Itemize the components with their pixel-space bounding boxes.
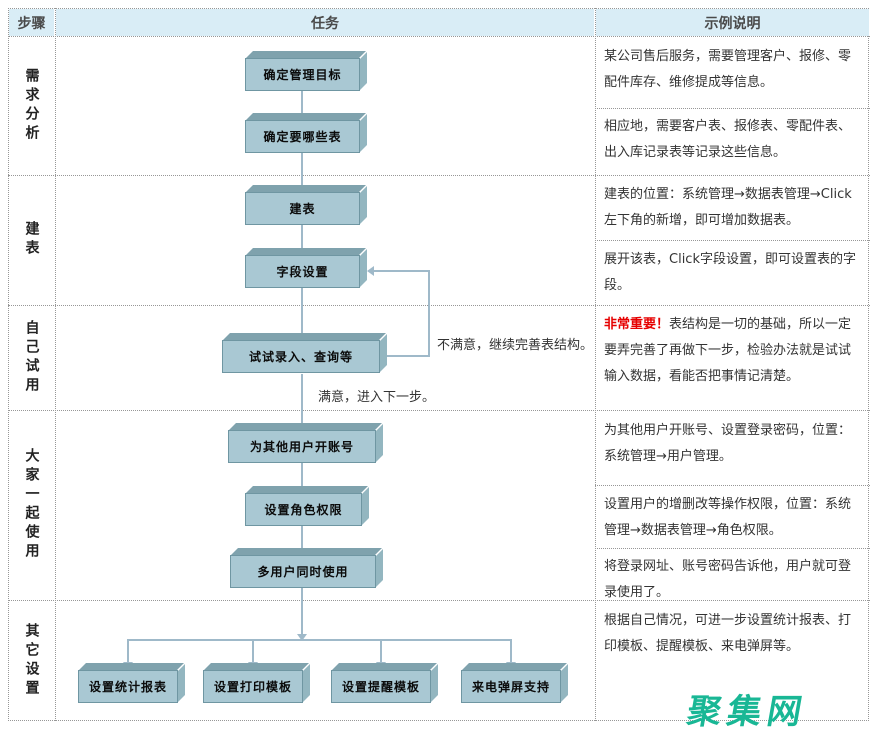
flow-box-label: 设置角色权限 [264, 503, 343, 517]
column-divider-left [55, 8, 56, 721]
flow-box-label: 建表 [289, 202, 316, 216]
example-divider-3 [595, 485, 870, 486]
feedback-line-vertical [428, 270, 430, 357]
step-label-use-together: 大家一起使用 [23, 448, 40, 562]
flow-box-label: 设置统计报表 [88, 680, 167, 694]
header-cell-tasks: 任务 [56, 9, 594, 36]
example-divider-2 [595, 240, 870, 241]
connector-5 [301, 374, 303, 423]
feedback-line-bottom [383, 355, 430, 357]
step-cell-requirements: 需求分析 [8, 36, 55, 175]
step-cell-self-try: 自己试用 [8, 305, 55, 410]
header-examples-label: 示例说明 [704, 15, 761, 32]
flow-box-stat-reports: 设置统计报表 [78, 670, 178, 703]
step-cell-create-table: 建表 [8, 175, 55, 305]
connector-1 [301, 91, 303, 113]
row-divider-1 [8, 175, 870, 176]
flow-box-label: 设置提醒模板 [341, 680, 420, 694]
step-label-self-try: 自己试用 [23, 319, 40, 396]
header-tasks-label: 任务 [311, 15, 339, 32]
header-steps-label: 步骤 [17, 15, 46, 32]
feedback-arrow-left [367, 266, 374, 276]
example-text-5: 非常重要！表结构是一切的基础，所以一定要弄完善了再做下一步，检验办法就是试试输入… [604, 312, 862, 390]
example-text-5-body: 表结构是一切的基础，所以一定要弄完善了再做下一步，检验办法就是试试输入数据，看能… [604, 317, 852, 384]
flow-box-which-tables: 确定要哪些表 [245, 120, 360, 153]
example-text-9: 根据自己情况，可进一步设置统计报表、打印模板、提醒模板、来电弹屏等。 [604, 613, 852, 654]
flow-box-set-goals: 确定管理目标 [245, 58, 360, 91]
header-cell-examples: 示例说明 [596, 9, 869, 36]
branch-line-3 [380, 641, 382, 662]
flow-box-label: 多用户同时使用 [257, 565, 349, 579]
flow-box-open-accounts: 为其他用户开账号 [228, 430, 376, 463]
example-text-2: 相应地，需要客户表、报修表、零配件表、出入库记录表等记录这些信息。 [604, 119, 852, 160]
step-label-other-settings: 其它设置 [23, 623, 40, 699]
flow-box-create-table: 建表 [245, 192, 360, 225]
flow-box-try-input-query: 试试录入、查询等 [222, 340, 380, 373]
flow-box-field-settings: 字段设置 [245, 255, 360, 288]
branch-line-4 [510, 641, 512, 662]
flow-box-role-permission: 设置角色权限 [245, 493, 362, 526]
step-label-requirements: 需求分析 [23, 67, 40, 144]
flow-box-call-popup: 来电弹屏支持 [461, 670, 561, 703]
step-label-create-table: 建表 [23, 221, 40, 259]
column-divider-right [595, 8, 596, 721]
feedback-line-top [374, 270, 430, 272]
flow-box-print-template: 设置打印模板 [203, 670, 303, 703]
connector-6 [301, 463, 303, 486]
flow-box-label: 确定管理目标 [263, 68, 342, 82]
connector-3 [301, 225, 303, 248]
connector-2 [301, 153, 303, 185]
flow-box-label: 确定要哪些表 [263, 130, 342, 144]
flow-box-multi-user: 多用户同时使用 [230, 555, 376, 588]
flow-box-label: 字段设置 [276, 265, 329, 279]
row-divider-3 [8, 410, 870, 411]
example-text-6: 为其他用户开账号、设置登录密码，位置：系统管理→用户管理。 [604, 423, 852, 464]
branch-line-2 [252, 641, 254, 662]
arrow-down-8 [297, 634, 307, 641]
flow-box-label: 来电弹屏支持 [471, 680, 550, 694]
step-cell-use-together: 大家一起使用 [8, 410, 55, 600]
example-text-1: 某公司售后服务，需要管理客户、报修、零配件库存、维修提成等信息。 [604, 49, 852, 90]
flow-box-remind-template: 设置提醒模板 [331, 670, 431, 703]
row-divider-4 [8, 600, 870, 601]
example-text-8: 将登录网址、账号密码告诉他，用户就可登录使用了。 [604, 559, 852, 600]
header-cell-steps: 步骤 [9, 9, 54, 36]
row-divider-header [8, 36, 870, 37]
connector-4 [301, 288, 303, 333]
annotation-not-satisfied: 不满意，继续完善表结构。 [437, 338, 594, 353]
table-border [8, 8, 869, 721]
branch-line-1 [127, 641, 129, 662]
example-text-4: 展开该表，Click字段设置，即可设置表的字段。 [604, 252, 856, 293]
flow-box-label: 为其他用户开账号 [249, 440, 354, 454]
branch-bus-line [127, 639, 512, 641]
row-divider-2 [8, 305, 870, 306]
annotation-satisfied: 满意，进入下一步。 [318, 390, 436, 405]
example-divider-1 [595, 108, 870, 109]
example-text-3: 建表的位置：系统管理→数据表管理→Click左下角的新增，即可增加数据表。 [604, 187, 852, 228]
example-divider-4 [595, 548, 870, 549]
important-highlight: 非常重要！ [604, 317, 670, 332]
flow-box-label: 设置打印模板 [213, 680, 292, 694]
watermark-logo: 聚集网 [683, 692, 811, 730]
connector-7 [301, 526, 303, 548]
flow-box-label: 试试录入、查询等 [248, 350, 353, 364]
example-text-7: 设置用户的增删改等操作权限，位置：系统管理→数据表管理→角色权限。 [604, 497, 852, 538]
connector-8 [301, 588, 303, 634]
step-cell-other-settings: 其它设置 [8, 600, 55, 722]
